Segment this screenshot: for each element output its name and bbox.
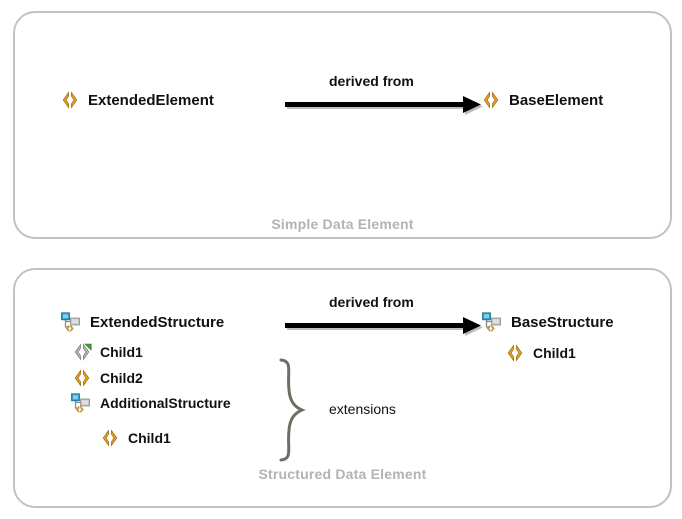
node-extended-structure[interactable]: ExtendedStructure <box>60 312 225 333</box>
node-label: AdditionalStructure <box>100 395 231 411</box>
panel-caption: Structured Data Element <box>258 466 427 482</box>
code-brackets-icon <box>100 429 120 447</box>
node-label: ExtendedStructure <box>90 313 225 331</box>
panel-caption: Simple Data Element <box>271 216 414 232</box>
relation-derived-from: derived from <box>285 73 505 115</box>
node-label: Child1 <box>100 344 143 360</box>
annotation-label: extensions <box>329 401 396 417</box>
node-extended-element[interactable]: ExtendedElement <box>60 91 214 109</box>
node-label: ExtendedElement <box>88 91 214 109</box>
node-label: Child2 <box>100 370 143 386</box>
curly-brace-icon <box>279 358 306 462</box>
arrow-right-icon <box>285 96 483 115</box>
node-base-child1[interactable]: Child1 <box>505 344 576 362</box>
arrow-right-icon <box>285 317 483 336</box>
node-label: Child1 <box>533 345 576 361</box>
code-brackets-icon <box>72 369 92 387</box>
relation-label: derived from <box>329 294 414 310</box>
node-label: Child1 <box>128 430 171 446</box>
node-base-structure[interactable]: BaseStructure <box>481 312 614 333</box>
code-brackets-icon <box>481 91 501 109</box>
structure-icon <box>70 393 92 414</box>
panel-structured-data-element: ExtendedStructure Child1 Child2 <box>13 268 672 508</box>
code-brackets-icon <box>60 91 80 109</box>
node-label: BaseStructure <box>511 313 614 331</box>
node-child2[interactable]: Child2 <box>72 369 143 387</box>
node-child1-additional[interactable]: Child1 <box>100 429 171 447</box>
node-label: BaseElement <box>509 91 604 109</box>
node-additional-structure[interactable]: AdditionalStructure <box>70 393 231 414</box>
relation-label: derived from <box>329 73 414 89</box>
annotation-extensions: extensions <box>273 358 453 468</box>
code-brackets-inherited-icon <box>72 343 92 361</box>
relation-derived-from: derived from <box>285 294 505 336</box>
node-child1-inherited[interactable]: Child1 <box>72 343 143 361</box>
panel-simple-data-element: ExtendedElement derived from BaseElement… <box>13 11 672 239</box>
code-brackets-icon <box>505 344 525 362</box>
node-base-element[interactable]: BaseElement <box>481 91 603 109</box>
structure-icon <box>481 312 503 333</box>
structure-icon <box>60 312 82 333</box>
